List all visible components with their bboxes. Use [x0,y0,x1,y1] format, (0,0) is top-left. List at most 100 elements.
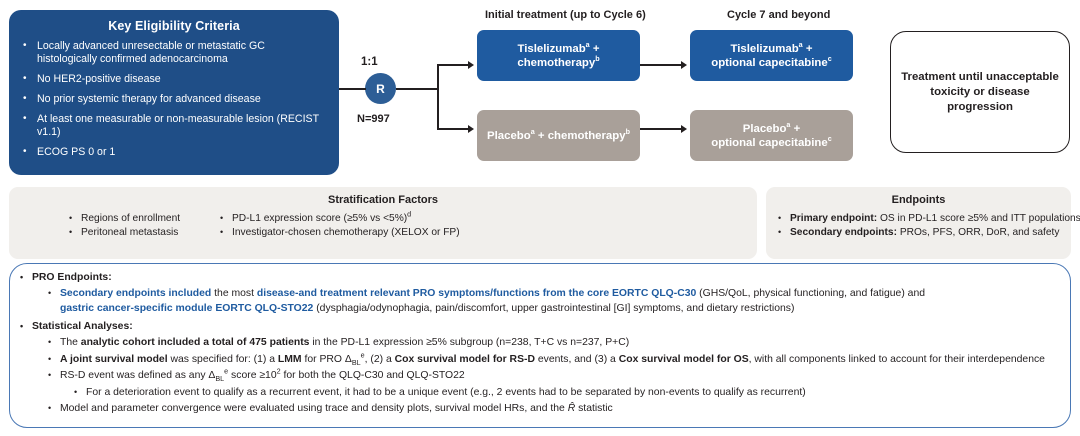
connector-line [437,128,469,130]
randomization-node: R [365,73,396,104]
outcome-line-2: toxicity or disease progression [930,85,1030,113]
stat-text: for both the QLQ-C30 and QLQ-STO22 [280,370,465,381]
delta-subscript: BL [215,374,225,384]
stat-model-highlight: A joint survival model [60,353,168,365]
stat-cox-os-highlight: Cox survival model for OS [618,353,749,365]
stat-text: was specified for: (1) a [167,353,278,365]
arm-drug-name: optional capecitabine [711,136,828,149]
connector-line [396,88,438,90]
list-item: Primary endpoint: OS in PD-L1 score ≥5% … [776,211,1080,226]
stat-text: in the PD-L1 expression ≥5% subgroup (n=… [309,337,630,348]
list-item: No HER2-positive disease [21,72,327,86]
pro-gastric-instrument: gastric cancer-specific module EORTC QLQ… [60,302,314,314]
arrow-head-icon [681,124,687,133]
stratification-title: Stratification Factors [327,194,439,206]
connector-line [640,64,682,66]
pro-statistics-panel: PRO Endpoints: Secondary endpoints inclu… [9,263,1071,428]
stat-bullet-cohort: The analytic cohort included a total of … [18,335,1060,351]
arm-drug-name: optional capecitabine [711,56,828,69]
stratification-panel: Stratification Factors Regions of enroll… [9,187,757,259]
stat-bullet-recurrent: For a deterioration event to qualify as … [18,385,1060,401]
footnote-marker: b [595,53,600,63]
list-item: Secondary endpoints: PROs, PFS, ORR, DoR… [776,225,1061,240]
connector-line [339,88,366,90]
stat-cox-rsd-highlight: Cox survival model for RS-D [394,353,535,365]
arm-drug-name: Placebo [742,122,787,135]
footnote-marker: a [585,39,590,49]
list-item: Investigator-chosen chemotherapy (XELOX … [218,225,747,240]
connector-line [640,128,682,130]
arm-box-initial-active: Tislelizumaba + chemotherapyb [477,30,640,81]
pro-endpoints-heading: PRO Endpoints: [18,270,1060,285]
stat-bullet-model: A joint survival model was specified for… [18,350,1060,368]
stat-text: , with all components linked to account … [748,353,1045,365]
footnote-marker: c [827,133,832,143]
list-item: PD-L1 expression score (≥5% vs <5%)d [218,209,747,226]
arm-plus: + [790,122,801,135]
footnote-marker: a [798,39,803,49]
arrow-head-icon [468,124,474,133]
footnote-marker: e [360,350,365,360]
endpoints-list: Primary endpoint: OS in PD-L1 score ≥5% … [776,211,1080,240]
stratification-col-2: PD-L1 expression score (≥5% vs <5%)d Inv… [204,209,747,240]
footnote-marker: a [786,119,791,129]
arm-box-initial-control: Placeboa + chemotherapyb [477,110,640,161]
connector-line [437,64,469,66]
rhat-symbol: R̂ [567,403,576,414]
stat-text: for PRO Δ [301,353,352,365]
arrow-head-icon [681,60,687,69]
arm-plus: + [802,42,813,55]
arm-drug-name: chemotherapy [517,56,596,69]
stat-text: score ≥10 [228,370,277,381]
column-header-later: Cycle 7 and beyond [727,9,831,21]
randomization-ratio: 1:1 [361,56,378,68]
statistical-analyses-heading: Statistical Analyses: [18,319,1060,334]
stat-text: The [60,337,81,348]
arm-drug-name: Tislelizumab [517,42,586,55]
connector-line [437,64,439,130]
list-item: Locally advanced unresectable or metasta… [21,39,327,66]
endpoints-title: Endpoints [891,194,946,206]
stat-bullet-convergence: Model and parameter convergence were eva… [18,401,1060,417]
stat-bullet-rsd: RS-D event was defined as any ΔBLe score… [18,366,1060,384]
stat-text: statistic [575,403,613,414]
stat-cohort-highlight: analytic cohort included a total of 475 … [80,337,310,348]
eligibility-list: Locally advanced unresectable or metasta… [21,39,327,159]
arm-plus: + [589,42,600,55]
secondary-endpoint-text: PROs, PFS, ORR, DoR, and safety [896,227,1060,238]
secondary-endpoint-label: Secondary endpoints: [790,227,897,238]
footnote-marker: 2 [276,366,281,376]
pro-secondary-label: Secondary endpoints included [60,288,212,299]
stat-lmm-highlight: LMM [277,353,302,365]
stratification-col-1: Regions of enrollment Peritoneal metasta… [19,211,204,240]
list-item: Peritoneal metastasis [67,225,204,240]
list-item: ECOG PS 0 or 1 [21,145,327,159]
arrow-head-icon [468,60,474,69]
pro-core-domains: (GHS/QoL, physical functioning, and fati… [696,288,926,299]
arm-plus: + chemotherapy [534,129,626,142]
arm-box-later-control: Placeboa + optional capecitabinec [690,110,853,161]
stat-text: , (2) a [364,353,395,365]
list-item: No prior systemic therapy for advanced d… [21,92,327,106]
footnote-marker: b [625,126,630,136]
delta-subscript: BL [351,357,361,367]
pro-secondary-bullet: Secondary endpoints included the most di… [18,286,1060,316]
stat-text: Model and parameter convergence were eva… [60,403,568,414]
footnote-marker: c [827,53,832,63]
footnote-marker: d [407,209,412,219]
eligibility-title: Key Eligibility Criteria [108,19,240,33]
endpoints-panel: Endpoints Primary endpoint: OS in PD-L1 … [766,187,1080,259]
primary-endpoint-label: Primary endpoint: [790,213,878,224]
outcome-line-1: Treatment until unacceptable [901,70,1059,83]
list-item: Regions of enrollment [67,211,204,226]
randomization-n: N=997 [357,113,390,125]
stat-text: events, and (3) a [534,353,619,365]
arm-drug-name: Placebo [487,129,531,142]
outcome-box: Treatment until unacceptable toxicity or… [890,31,1070,153]
eligibility-panel: Key Eligibility Criteria Locally advance… [9,10,339,175]
list-item-text: PD-L1 expression score (≥5% vs <5%) [232,213,408,224]
pro-core-instrument: disease-and treatment relevant PRO sympt… [256,288,697,299]
arm-drug-name: Tislelizumab [730,42,799,55]
footnote-marker: a [530,126,535,136]
